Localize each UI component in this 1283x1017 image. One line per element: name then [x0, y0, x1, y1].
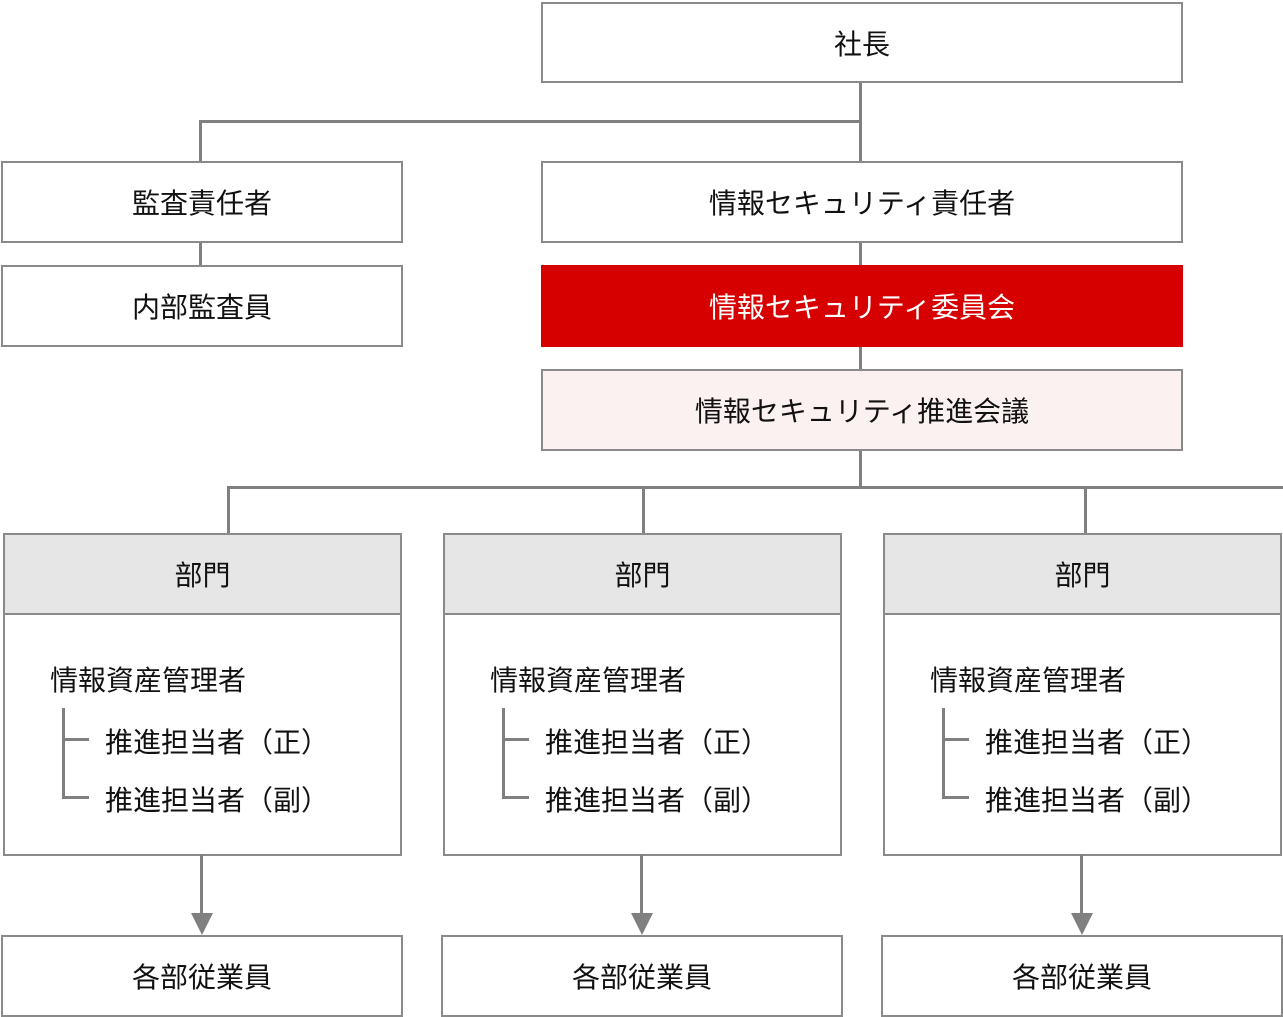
primary-promoter: 推進担当者（正） [545, 726, 770, 759]
deputy-promoter: 推進担当者（副） [545, 784, 770, 817]
deputy-promoter: 推進担当者（副） [105, 784, 330, 817]
arrow-down-icon [1071, 855, 1093, 936]
asset-manager: 情報資産管理者 [50, 664, 247, 697]
connector [227, 486, 1283, 489]
connector [642, 486, 645, 533]
security-committee-label: 情報セキュリティ委員会 [708, 291, 1016, 324]
arrow-down-icon [631, 855, 653, 936]
arrow-down-icon [191, 855, 213, 936]
department-box: 部門 情報資産管理者 推進担当者（正） 推進担当者（副） [443, 533, 842, 856]
tree-line [62, 708, 65, 798]
primary-promoter: 推進担当者（正） [985, 726, 1210, 759]
primary-promoter: 推進担当者（正） [105, 726, 330, 759]
security-officer-label: 情報セキュリティ責任者 [708, 187, 1016, 220]
tree-line [942, 796, 969, 799]
connector [859, 450, 862, 489]
audit-manager-label: 監査責任者 [131, 187, 272, 220]
promotion-meeting-box: 情報セキュリティ推進会議 [541, 369, 1183, 451]
deputy-promoter: 推進担当者（副） [985, 784, 1210, 817]
tree-line [502, 708, 505, 798]
staff-box: 各部従業員 [1, 935, 403, 1017]
tree-line [62, 738, 89, 741]
promotion-meeting-label: 情報セキュリティ推進会議 [694, 395, 1030, 428]
staff-label: 各部従業員 [131, 961, 272, 994]
tree-line [502, 738, 529, 741]
internal-auditor-label: 内部監査員 [131, 291, 272, 324]
asset-manager: 情報資産管理者 [490, 664, 687, 697]
asset-manager: 情報資産管理者 [930, 664, 1127, 697]
president-box: 社長 [541, 2, 1183, 83]
security-committee-box: 情報セキュリティ委員会 [541, 265, 1183, 347]
staff-box: 各部従業員 [441, 935, 843, 1017]
connector [199, 120, 202, 162]
audit-manager-box: 監査責任者 [1, 161, 403, 243]
department-box: 部門 情報資産管理者 推進担当者（正） 推進担当者（副） [883, 533, 1282, 856]
department-box: 部門 情報資産管理者 推進担当者（正） 推進担当者（副） [3, 533, 402, 856]
connector [1084, 486, 1087, 533]
internal-auditor-box: 内部監査員 [1, 265, 403, 347]
connector [859, 346, 862, 370]
tree-line [62, 796, 89, 799]
connector [199, 120, 862, 123]
connector [859, 242, 862, 266]
tree-line [942, 738, 969, 741]
staff-box: 各部従業員 [881, 935, 1283, 1017]
department-header: 部門 [445, 535, 840, 615]
connector [199, 242, 202, 266]
department-header: 部門 [5, 535, 400, 615]
connector [227, 486, 230, 533]
staff-label: 各部従業員 [1011, 961, 1152, 994]
tree-line [942, 708, 945, 798]
president-label: 社長 [833, 27, 890, 61]
staff-label: 各部従業員 [571, 961, 712, 994]
tree-line [502, 796, 529, 799]
department-header: 部門 [885, 535, 1280, 615]
security-officer-box: 情報セキュリティ責任者 [541, 161, 1183, 243]
